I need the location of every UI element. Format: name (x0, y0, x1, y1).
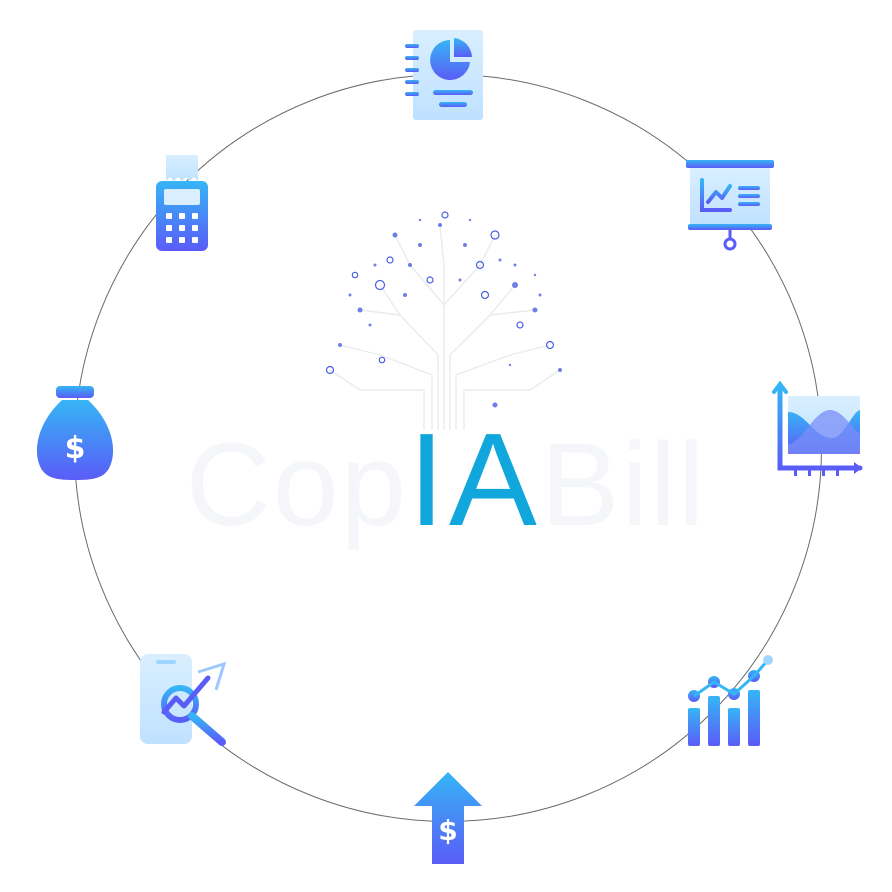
circuit-dot (386, 256, 394, 264)
brand-suffix: Bill (540, 419, 707, 551)
circuit-dot (357, 307, 363, 313)
circuit-dot (373, 263, 377, 267)
circuit-dot (480, 290, 490, 300)
svg-text:$: $ (438, 814, 457, 847)
circuit-dot (368, 323, 372, 327)
bar-chart-growth-icon (686, 652, 778, 748)
payment-terminal-icon (154, 155, 210, 253)
report-pie-chart-icon (403, 30, 487, 122)
circuit-dot (426, 276, 434, 284)
circuit-dot (475, 260, 485, 270)
circuit-dot (508, 363, 512, 367)
circuit-dot (441, 211, 449, 219)
circuit-tree-graphic (325, 211, 562, 430)
circuit-dot (468, 218, 472, 222)
circuit-dot (492, 402, 498, 408)
circuit-dot (532, 307, 538, 313)
mobile-analytics-search-icon (138, 652, 230, 748)
circuit-dot (558, 368, 562, 372)
dollar-up-arrow-icon: $ (412, 772, 484, 866)
circuit-dot (351, 271, 359, 279)
circuit-dot (490, 230, 500, 240)
circuit-dot (392, 232, 398, 238)
brand-prefix: Cop (185, 419, 409, 551)
circuit-dot (378, 356, 386, 364)
svg-text:$: $ (65, 431, 86, 466)
circuit-dot (338, 343, 342, 347)
circuit-dot (498, 258, 502, 262)
brand-wordmark: CopIABill (140, 405, 752, 555)
circuit-dot (512, 282, 518, 288)
area-chart-icon (772, 380, 864, 480)
circuit-dot (408, 263, 412, 267)
circuit-dot (516, 321, 524, 329)
presentation-board-icon (686, 160, 776, 252)
circuit-dot (418, 218, 422, 222)
circuit-dot (463, 243, 467, 247)
circuit-dot (403, 293, 407, 297)
circuit-dot (458, 278, 462, 282)
circuit-dot (325, 365, 335, 375)
circuit-dot (545, 340, 555, 350)
money-bag-icon: $ (34, 384, 116, 482)
circuit-dot (374, 279, 386, 291)
circuit-dot (538, 293, 542, 297)
circuit-dots (325, 211, 562, 408)
circuit-dot (438, 223, 442, 227)
circuit-dot (533, 273, 537, 277)
brand-highlight: IA (408, 406, 541, 553)
circuit-dot (418, 243, 422, 247)
circuit-dot (348, 293, 352, 297)
circuit-dot (513, 263, 517, 267)
